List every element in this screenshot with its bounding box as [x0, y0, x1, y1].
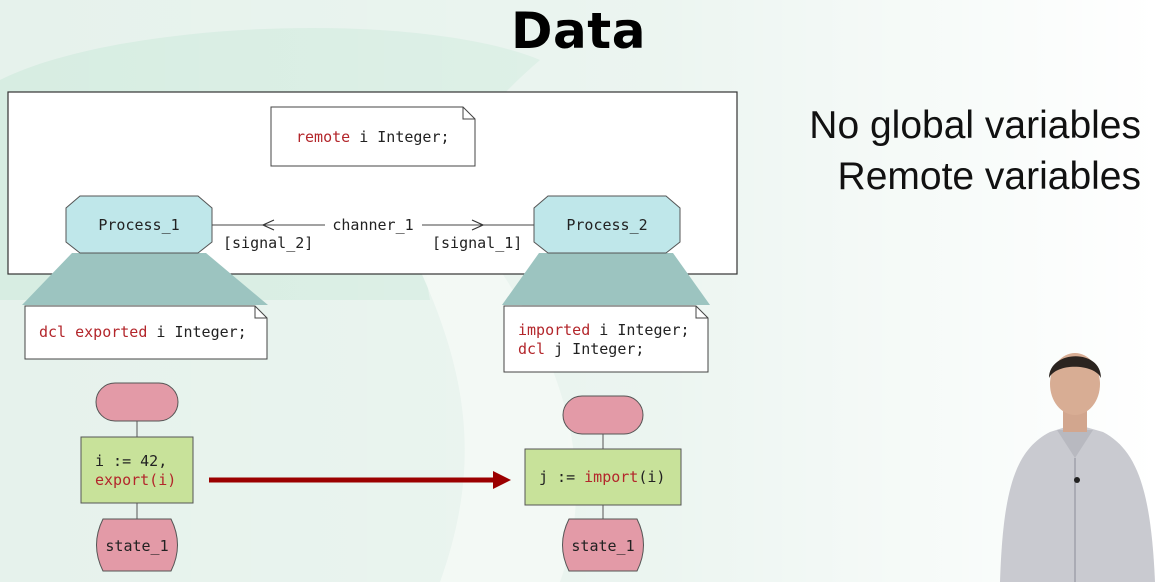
process-1-task-line-2: export(i) [95, 471, 176, 489]
process-1-block: Process_1 [65, 195, 213, 254]
channel-label: channer_1 [332, 216, 413, 234]
process-2-start-symbol [562, 395, 644, 435]
presenter-image [1000, 353, 1155, 582]
signal-left-label: [signal_2] [223, 234, 313, 252]
process-1-expansion [22, 253, 268, 305]
svg-text:j := import(i): j := import(i) [539, 468, 665, 486]
process-2-declaration-note: imported i Integer; dcl j Integer; [503, 305, 709, 373]
process-2-block: Process_2 [533, 195, 681, 254]
remote-decl-text: i Integer; [350, 128, 449, 146]
process-1-task-line-1: i := 42, [95, 452, 167, 470]
bullet-list: No global variables Remote variables [809, 100, 1141, 202]
bullet-remote-variables: Remote variables [837, 155, 1141, 198]
process-2-flow: j := import(i) state_1 [524, 395, 682, 572]
process-1-start-symbol [95, 382, 179, 422]
process-2-task-box [524, 448, 682, 506]
process-2-state-symbol [562, 518, 644, 572]
process-1-state-symbol [96, 518, 178, 572]
slide-title: Data [511, 2, 646, 60]
bullet-no-global-variables: No global variables [809, 104, 1141, 147]
channel-connector: channer_1 [signal_2] [signal_1] [212, 216, 534, 252]
process-1-declaration-note: dcl exported i Integer; [24, 305, 268, 360]
svg-text:dcl j Integer;: dcl j Integer; [518, 340, 644, 358]
signal-right-label: [signal_1] [432, 234, 522, 252]
process-1-label: Process_1 [98, 216, 179, 234]
process-2-state-label: state_1 [571, 537, 634, 555]
remote-keyword: remote [296, 128, 350, 146]
svg-text:remote i Integer;: remote i Integer; [296, 128, 450, 146]
svg-text:imported i Integer;: imported i Integer; [518, 321, 690, 339]
svg-text:dcl exported i Integer;: dcl exported i Integer; [39, 323, 247, 341]
export-import-arrow [209, 471, 511, 489]
arrow-right-icon [471, 219, 485, 231]
process-1-task-box [80, 436, 194, 504]
process-1-state-label: state_1 [105, 537, 168, 555]
arrow-left-icon [261, 219, 275, 231]
process-1-flow: i := 42, export(i) state_1 [80, 382, 194, 572]
process-2-label: Process_2 [566, 216, 647, 234]
remote-declaration-note: remote i Integer; [270, 106, 476, 167]
process-2-expansion [502, 253, 710, 305]
